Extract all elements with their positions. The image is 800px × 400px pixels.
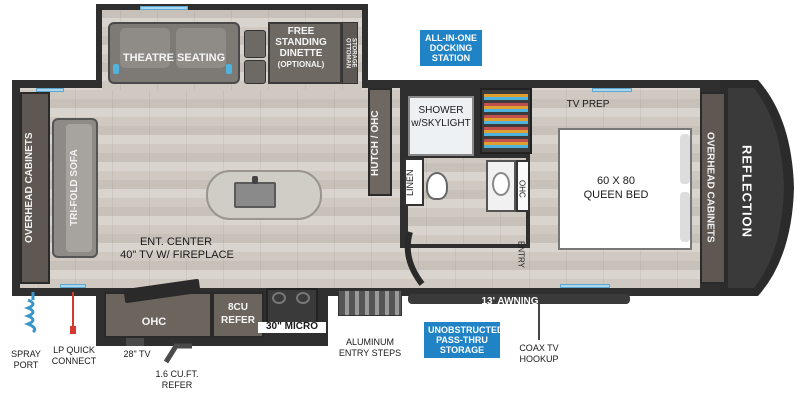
sofa-cushions: [66, 124, 92, 252]
lp-connect-label-1: LP QUICK: [53, 345, 95, 355]
burner-1: [272, 292, 286, 304]
storage-ottoman: [342, 22, 358, 84]
awning-bar: [408, 294, 630, 304]
hutch-ohc: [368, 88, 392, 196]
refer-8cu: [212, 292, 264, 338]
toilet: [426, 172, 448, 200]
spray-port-label-2: PORT: [13, 360, 39, 370]
storage-ottoman-label: STORAGE OTTOMAN: [344, 37, 357, 69]
pillow-2: [680, 192, 690, 242]
linen-label: LINEN: [405, 169, 415, 197]
window-bed-top: [592, 88, 632, 92]
lp-connect-label-2: CONNECT: [51, 356, 97, 366]
faucet: [252, 176, 258, 184]
coax-label-2: HOOKUP: [519, 354, 559, 364]
outdoor-tv-bracket: [126, 338, 144, 346]
vanity-sink: [492, 172, 510, 196]
docking-station-callout: ALL-IN-ONE DOCKING STATION: [420, 30, 482, 67]
theatre-seat-2: [176, 28, 226, 68]
docking-callout-line2: DOCKING: [429, 43, 473, 54]
steps-label-2: ENTRY STEPS: [338, 348, 402, 358]
hutch-ohc-label: HUTCH / OHC: [370, 110, 381, 176]
docking-callout-line1: ALL-IN-ONE: [425, 33, 477, 43]
kitchen-counter: [104, 292, 212, 338]
bed-label-2: QUEEN BED: [583, 189, 649, 201]
coax-label-1: COAX TV: [519, 343, 559, 353]
dinette-label-l3: DINETTE: [279, 48, 323, 59]
dinette-label-l1: FREE: [287, 26, 315, 37]
dinette-chair-1: [244, 30, 266, 58]
refer-label-1: 8CU: [227, 302, 248, 313]
overhead-cabinets-right-label: OVERHEAD CABINETS: [704, 131, 716, 243]
brand-logo: REFLECTION: [739, 145, 755, 239]
window-left-bottom: [60, 284, 86, 288]
lp-connect-icon: [70, 292, 76, 334]
shower: [408, 96, 474, 156]
tri-fold-sofa-label: TRI-FOLD SOFA: [69, 149, 80, 227]
front-cap: [720, 80, 794, 296]
bath-ohc-label: OHC: [517, 180, 527, 198]
ent-center-label-1: ENT. CENTER: [139, 236, 213, 248]
docking-callout-line3: STATION: [431, 53, 471, 64]
refer-label-2: REFER: [221, 315, 255, 326]
sink: [234, 182, 276, 208]
steps-label-1: ALUMINUM: [345, 337, 394, 347]
pass-thru-storage-callout: UNOBSTRUCTED PASS-THRU STORAGE: [424, 322, 504, 359]
theatre-seating-label: THEATRE SEATING: [122, 52, 226, 64]
linen-cabinet: [404, 158, 424, 206]
entry-steps: [338, 290, 402, 316]
bath-ohc: [516, 160, 530, 212]
ent-center-label-2: 40" TV w/ FIREPLACE: [120, 249, 234, 261]
refer-ext-label-2: REFER: [161, 380, 193, 390]
entry-label: ENTRY: [516, 240, 526, 268]
dinette-label-l4: (OPTIONAL): [277, 60, 325, 69]
storage-callout-line3: STORAGE: [439, 345, 485, 356]
theatre-seat-1: [120, 28, 170, 68]
window-bed-bottom: [560, 284, 610, 288]
pillow-1: [680, 134, 690, 184]
window-left-top: [36, 88, 64, 92]
ohc-kitchen-label: OHC: [141, 316, 167, 328]
overhead-cabinets-right: [700, 92, 726, 284]
storage-callout-line1: UNOBSTRUCTED: [428, 325, 504, 335]
tv28-label: 28" TV: [123, 349, 151, 359]
cup-holder-1: [113, 64, 119, 74]
refer-ext-label-1: 1.6 CU.FT.: [155, 369, 199, 379]
micro-label: 30" MICRO: [258, 321, 326, 333]
spray-port-icon: [23, 292, 37, 334]
bed-label-1: 60 x 80: [597, 175, 635, 187]
storage-callout-line2: PASS-THRU: [436, 335, 488, 346]
overhead-cabinets-left-label: OVERHEAD CABINETS: [24, 132, 35, 244]
awning-label: 13' AWNING: [481, 296, 539, 307]
entry-door-swing: [404, 231, 425, 286]
coax-line: [538, 304, 540, 340]
burner-2: [296, 292, 310, 304]
window-slide-top: [140, 6, 188, 10]
cup-holder-2: [226, 64, 232, 74]
overhead-cabinets-left: [20, 92, 50, 284]
hanging-rod: [484, 94, 528, 148]
dinette-label-l2: STANDING: [275, 37, 327, 48]
outdoor-refer-bracket: [163, 343, 192, 364]
spray-port-label-1: SPRAY: [11, 349, 41, 359]
free-standing-dinette: [268, 22, 342, 84]
tv-prep-label: TV PREP: [566, 99, 610, 110]
shower-label-2: w/SKYLIGHT: [411, 118, 471, 129]
dinette-chair-2: [244, 60, 266, 84]
queen-bed: [558, 128, 692, 250]
shower-label-1: SHOWER: [418, 105, 464, 116]
